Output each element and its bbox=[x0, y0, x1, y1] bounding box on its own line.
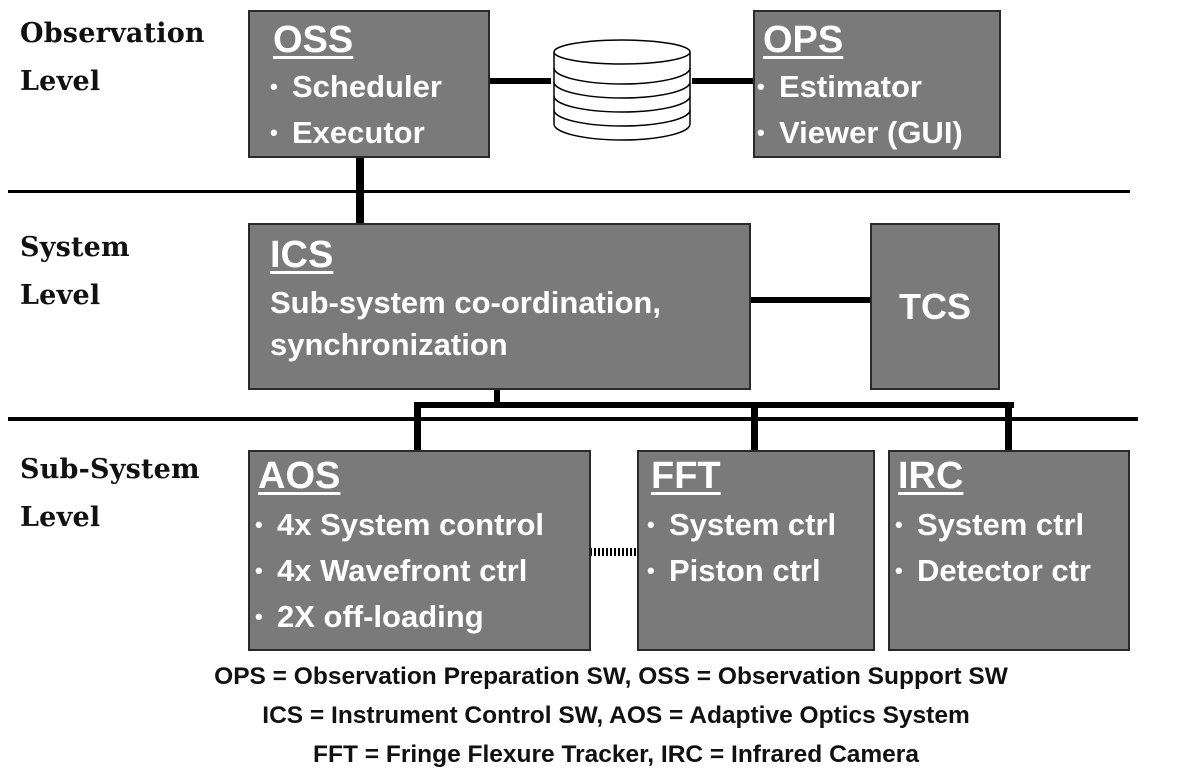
acronym-legend-line-2: ICS = Instrument Control SW, AOS = Adapt… bbox=[262, 702, 970, 729]
aos-title: AOS bbox=[258, 455, 341, 497]
bullet-icon: • bbox=[255, 512, 263, 537]
ics-description-line-1: Sub-system co-ordination, bbox=[270, 285, 661, 320]
bullet-icon: • bbox=[255, 558, 263, 583]
item-label: 2X off-loading bbox=[277, 599, 484, 634]
subsystem-bus bbox=[414, 402, 1014, 408]
bullet-icon: • bbox=[895, 558, 903, 583]
item-label: System ctrl bbox=[669, 507, 837, 542]
tcs-box: TCS bbox=[870, 223, 1000, 390]
list-item: • Detector ctr bbox=[895, 548, 1091, 594]
level-divider-system-subsystem bbox=[8, 417, 1138, 421]
level-label-line: Level bbox=[20, 502, 101, 533]
connector-ics-bus-drop bbox=[494, 388, 500, 406]
list-item: • Executor bbox=[270, 110, 442, 156]
ics-description-line-2: synchronization bbox=[270, 327, 508, 362]
aos-function-list: • 4x System control • 4x Wavefront ctrl • 2… bbox=[255, 502, 544, 640]
ics-title: ICS bbox=[270, 234, 334, 276]
bullet-icon: • bbox=[757, 120, 765, 145]
list-item: • System ctrl bbox=[895, 502, 1091, 548]
bullet-icon: • bbox=[270, 120, 278, 145]
item-label: Detector ctr bbox=[917, 553, 1091, 588]
connector-ics-tcs bbox=[750, 297, 872, 303]
item-label: 4x Wavefront ctrl bbox=[277, 553, 528, 588]
subsystem-level-label: Sub-System Level bbox=[20, 446, 200, 542]
irc-title: IRC bbox=[898, 455, 964, 497]
connector-oss-database bbox=[489, 78, 551, 84]
ops-function-list: • Estimator • Viewer (GUI) bbox=[757, 64, 963, 156]
item-label: Scheduler bbox=[292, 69, 442, 104]
item-label: Piston ctrl bbox=[669, 553, 821, 588]
connector-database-ops bbox=[692, 78, 754, 84]
list-item: • Estimator bbox=[757, 64, 963, 110]
item-label: Estimator bbox=[779, 69, 922, 104]
list-item: • 4x System control bbox=[255, 502, 544, 548]
connector-oss-ics bbox=[356, 158, 364, 224]
bullet-icon: • bbox=[757, 74, 765, 99]
connector-aos-fft-dotted bbox=[590, 548, 638, 556]
item-label: System ctrl bbox=[917, 507, 1085, 542]
database-icon bbox=[553, 39, 691, 141]
irc-box: IRC • System ctrl • Detector ctr bbox=[888, 450, 1130, 651]
bullet-icon: • bbox=[895, 512, 903, 537]
connector-bus-aos bbox=[414, 402, 421, 451]
oss-box: OSS • Scheduler • Executor bbox=[248, 10, 490, 158]
fft-title: FFT bbox=[651, 455, 721, 497]
fft-box: FFT • System ctrl • Piston ctrl bbox=[637, 450, 875, 651]
irc-function-list: • System ctrl • Detector ctr bbox=[895, 502, 1091, 594]
item-label: 4x System control bbox=[277, 507, 545, 542]
acronym-legend-line-3: FFT = Fringe Flexure Tracker, IRC = Infr… bbox=[313, 741, 919, 768]
item-label: Viewer (GUI) bbox=[779, 115, 963, 150]
level-divider-observation-system bbox=[8, 190, 1130, 193]
system-level-label: System Level bbox=[20, 224, 130, 320]
connector-bus-fft bbox=[751, 402, 758, 451]
bullet-icon: • bbox=[647, 558, 655, 583]
list-item: • 2X off-loading bbox=[255, 594, 544, 640]
level-label-line: Observation bbox=[20, 18, 205, 49]
tcs-title: TCS bbox=[899, 286, 971, 327]
list-item: • System ctrl bbox=[647, 502, 836, 548]
list-item: • Piston ctrl bbox=[647, 548, 836, 594]
oss-function-list: • Scheduler • Executor bbox=[270, 64, 442, 156]
ops-box: OPS • Estimator • Viewer (GUI) bbox=[753, 10, 1001, 158]
level-label-line: Level bbox=[20, 66, 101, 97]
acronym-legend-line-1: OPS = Observation Preparation SW, OSS = … bbox=[214, 663, 1008, 690]
ops-title: OPS bbox=[763, 19, 844, 61]
connector-bus-irc bbox=[1005, 402, 1012, 451]
item-label: Executor bbox=[292, 115, 425, 150]
list-item: • 4x Wavefront ctrl bbox=[255, 548, 544, 594]
list-item: • Scheduler bbox=[270, 64, 442, 110]
oss-title: OSS bbox=[273, 19, 354, 61]
level-label-line: Level bbox=[20, 280, 101, 311]
list-item: • Viewer (GUI) bbox=[757, 110, 963, 156]
bullet-icon: • bbox=[647, 512, 655, 537]
bullet-icon: • bbox=[255, 604, 263, 629]
level-label-line: Sub-System bbox=[20, 454, 200, 485]
bullet-icon: • bbox=[270, 74, 278, 99]
ics-box: ICS Sub-system co-ordination, synchroniz… bbox=[248, 223, 751, 390]
level-label-line: System bbox=[20, 232, 130, 263]
observation-level-label: Observation Level bbox=[20, 10, 205, 106]
fft-function-list: • System ctrl • Piston ctrl bbox=[647, 502, 836, 594]
aos-box: AOS • 4x System control • 4x Wavefront ctr… bbox=[248, 450, 591, 651]
